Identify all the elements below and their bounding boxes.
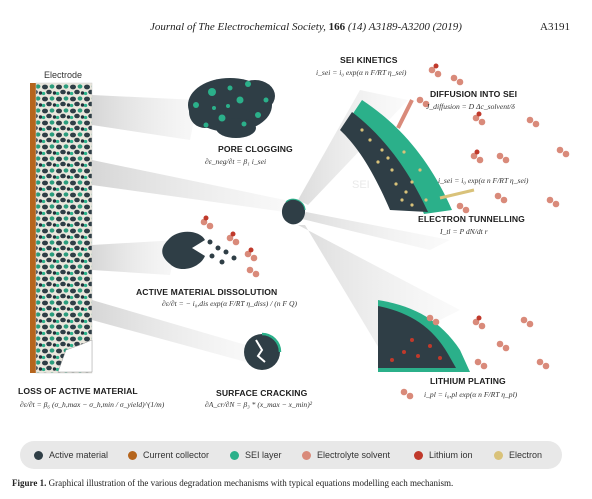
center-particle bbox=[281, 199, 306, 225]
sei-closeup: SEI bbox=[340, 99, 475, 214]
surface-cracking-equation: ∂A_cr/∂N = β₃ * (x_max − x_min)² bbox=[205, 400, 313, 409]
diffusion-into-sei-equation: J_diffusion = D Δc_solvent/δ bbox=[426, 102, 515, 111]
legend-label: Active material bbox=[49, 450, 109, 460]
sei-layer-swatch bbox=[230, 450, 239, 460]
electrode bbox=[30, 82, 93, 374]
electrode-label: Electrode bbox=[44, 70, 82, 80]
legend-label: SEI layer bbox=[245, 450, 282, 460]
figure-legend: Active material Current collector SEI la… bbox=[20, 441, 562, 469]
legend-item-sei-layer: SEI layer bbox=[230, 441, 282, 469]
page-number: A3191 bbox=[540, 21, 570, 33]
legend-item-electrolyte-solvent: Electrolyte solvent bbox=[302, 441, 390, 469]
sei-kinetics-title: SEI KINETICS bbox=[340, 55, 398, 65]
electrolyte-molecules bbox=[416, 63, 570, 214]
legend-item-lithium-ion: Lithium ion bbox=[414, 441, 473, 469]
dissolution-particle bbox=[162, 215, 260, 278]
legend-label: Electrolyte solvent bbox=[317, 450, 391, 460]
active-material-swatch bbox=[34, 450, 43, 460]
legend-label: Current collector bbox=[143, 450, 210, 460]
sei-kinetics-equation: i_sei = i₀ exp(α n F/RT η_sei) bbox=[316, 68, 407, 77]
electron-swatch bbox=[494, 450, 503, 460]
loss-active-material-equation: ∂ε/∂t = β₆ (σ_h,max − σ_h,min / σ_yield)… bbox=[20, 400, 165, 409]
journal-name: Journal of The Electrochemical Society, bbox=[150, 21, 326, 33]
journal-issue-pages: (14) A3189-A3200 (2019) bbox=[347, 21, 462, 33]
electron-tunnelling-equation: I_tl = P dN/dt r bbox=[440, 227, 488, 236]
lithium-plating-closeup bbox=[378, 300, 550, 400]
figure-illustration: Electrode bbox=[30, 63, 570, 400]
loss-active-material-title: LOSS OF ACTIVE MATERIAL bbox=[18, 386, 138, 396]
diffusion-into-sei-title: DIFFUSION INTO SEI bbox=[430, 89, 518, 99]
dissolution-title: ACTIVE MATERIAL DISSOLUTION bbox=[136, 287, 278, 297]
electrolyte-solvent-swatch bbox=[302, 450, 311, 460]
legend-item-electron: Electron bbox=[494, 441, 542, 469]
legend-label: Electron bbox=[509, 450, 543, 460]
sei-label: SEI bbox=[352, 179, 370, 191]
dissolution-equation: ∂ε/∂t = − i₀,dis exp(α F/RT η_diss) / (n… bbox=[162, 299, 297, 308]
electrode-particles bbox=[35, 82, 93, 374]
caption-text: Graphical illustration of the various de… bbox=[48, 478, 454, 488]
lithium-plating-equation: i_pl = i₀,pl exp(α n F/RT η_pl) bbox=[424, 390, 518, 399]
electron-tunnelling-title: ELECTRON TUNNELLING bbox=[418, 214, 525, 224]
legend-label: Lithium ion bbox=[429, 450, 473, 460]
surface-cracking-title: SURFACE CRACKING bbox=[216, 388, 308, 398]
surface-cracking-particle bbox=[244, 332, 282, 370]
legend-item-active-material: Active material bbox=[34, 441, 108, 469]
journal-volume: 166 bbox=[328, 21, 346, 33]
caption-label: Figure 1. bbox=[12, 478, 47, 488]
current-collector bbox=[30, 83, 36, 373]
pore-clogging-title: PORE CLOGGING bbox=[218, 144, 293, 154]
current-collector-swatch bbox=[128, 450, 137, 460]
legend-item-current-collector: Current collector bbox=[128, 441, 209, 469]
lithium-ion-swatch bbox=[414, 450, 423, 460]
pore-clogging-cluster bbox=[188, 78, 275, 138]
figure-caption: Figure 1. Graphical illustration of the … bbox=[12, 478, 453, 488]
sei-rate-equation: i_sei = i₀ exp(α n F/RT η_sei) bbox=[438, 176, 529, 185]
pore-clogging-equation: ∂ε_neg/∂t = β₁ i_sei bbox=[205, 157, 267, 166]
lithium-plating-title: LITHIUM PLATING bbox=[430, 376, 506, 386]
journal-header: Journal of The Electrochemical Society, … bbox=[150, 21, 462, 33]
